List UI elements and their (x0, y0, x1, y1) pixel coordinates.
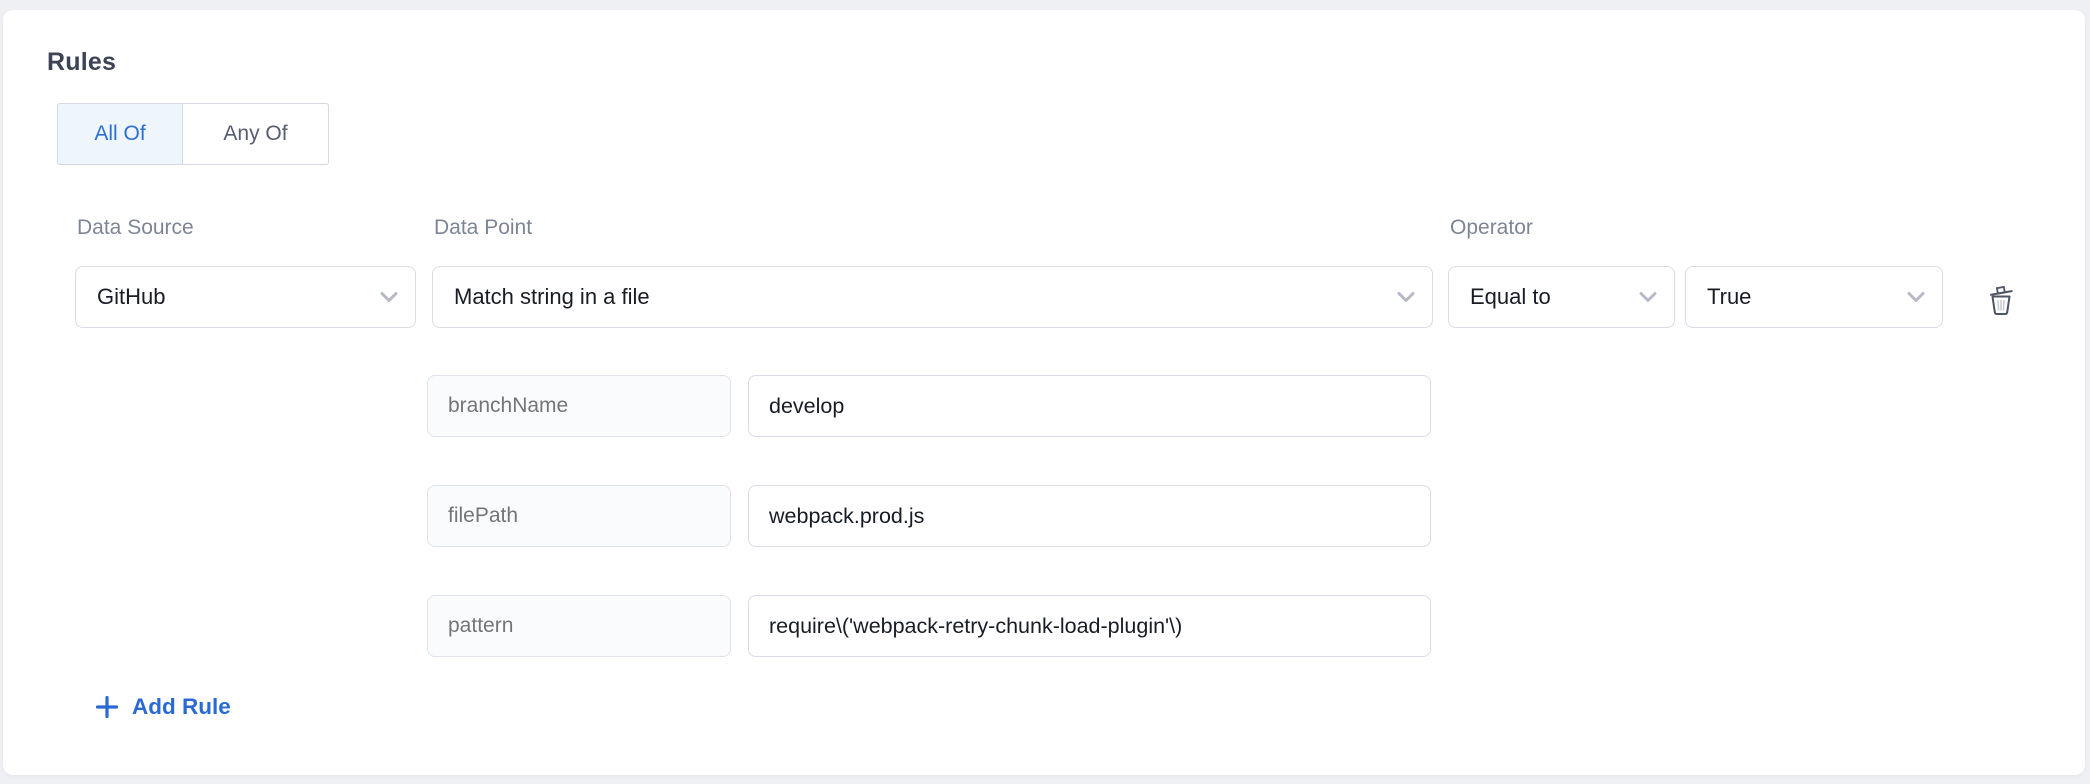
param-value-input[interactable] (748, 595, 1431, 657)
param-name-field[interactable] (427, 485, 731, 547)
add-rule-button[interactable]: Add Rule (95, 694, 231, 720)
data-point-select[interactable]: Match string in a file (432, 266, 1433, 328)
operator-label: Operator (1450, 216, 1533, 239)
param-name-field[interactable] (427, 595, 731, 657)
add-rule-label: Add Rule (132, 694, 231, 719)
toggle-any-of[interactable]: Any Of (183, 103, 329, 165)
data-source-select[interactable]: GitHub (75, 266, 416, 328)
param-value-input[interactable] (748, 375, 1431, 437)
delete-rule-button[interactable] (1984, 278, 2018, 318)
param-value-input[interactable] (748, 485, 1431, 547)
data-point-value: Match string in a file (454, 284, 650, 309)
data-source-value: GitHub (97, 284, 166, 309)
match-mode-toggle: All Of Any Of (57, 103, 329, 165)
operator-value: Equal to (1470, 284, 1551, 309)
operand-value: True (1707, 284, 1752, 309)
plus-icon (95, 695, 119, 719)
chevron-down-icon (1907, 292, 1925, 302)
trash-icon (1990, 285, 2013, 315)
rules-section-title: Rules (47, 48, 117, 76)
chevron-down-icon (380, 292, 398, 302)
rules-card: Rules All Of Any Of Data Source Data Poi… (3, 10, 2085, 775)
toggle-all-of[interactable]: All Of (57, 103, 183, 165)
data-point-label: Data Point (434, 216, 533, 239)
chevron-down-icon (1397, 292, 1415, 302)
operand-select[interactable]: True (1685, 266, 1943, 328)
param-name-field[interactable] (427, 375, 731, 437)
chevron-down-icon (1639, 292, 1657, 302)
operator-select[interactable]: Equal to (1448, 266, 1675, 328)
data-source-label: Data Source (77, 216, 194, 239)
